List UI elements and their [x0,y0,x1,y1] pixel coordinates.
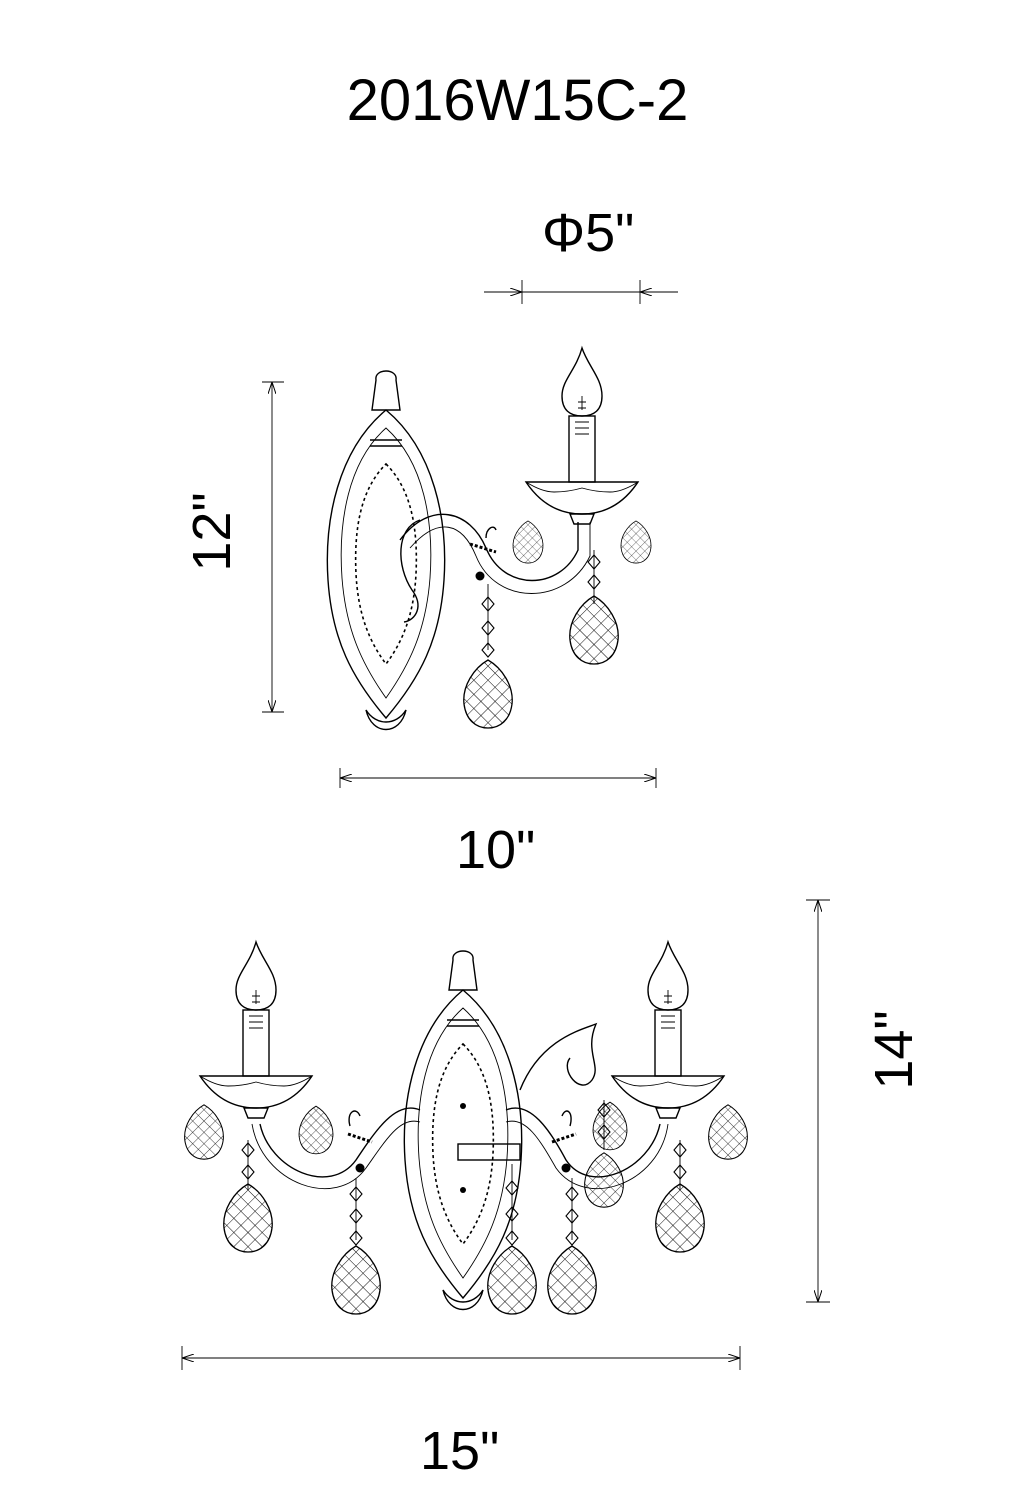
single-width-dimension [339,768,657,788]
single-light-sconce [326,347,652,731]
double-height-dimension [806,899,830,1303]
diameter-label: Φ5" [542,203,635,263]
double-light-sconce [184,941,748,1315]
double-width-label: 15" [420,1421,500,1481]
single-width-label: 10" [456,820,536,880]
single-height-dimension [262,381,284,713]
single-diameter-dimension [484,280,678,304]
model-number: 2016W15C-2 [346,68,689,133]
double-width-dimension [181,1346,741,1370]
